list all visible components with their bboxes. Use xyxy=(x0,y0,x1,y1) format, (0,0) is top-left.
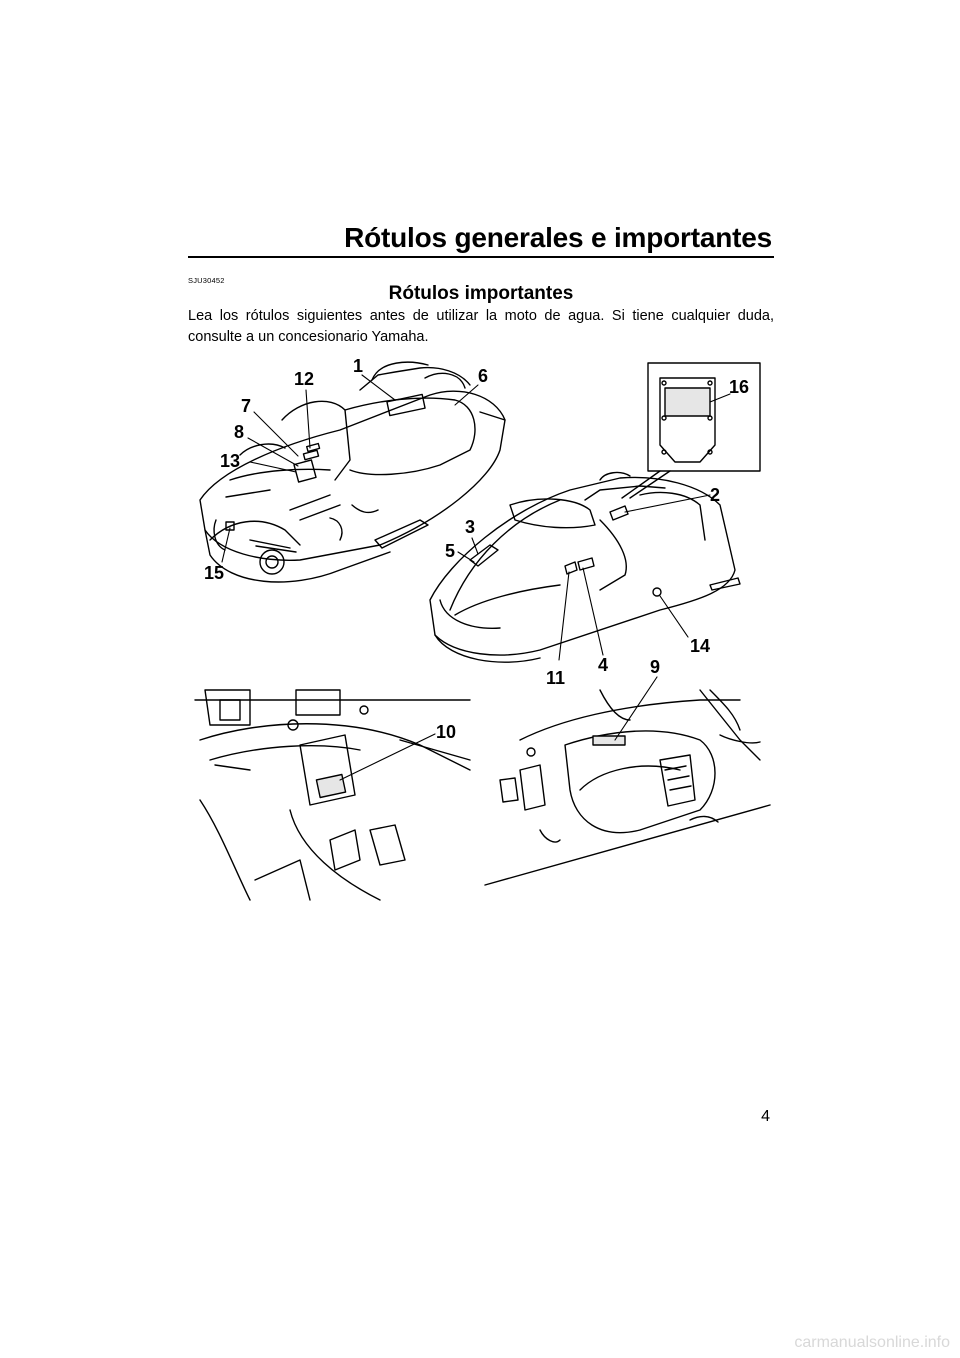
site-watermark[interactable]: carmanualsonline.info xyxy=(794,1334,950,1351)
front-craft-drawing xyxy=(429,471,741,663)
callout-13: 13 xyxy=(220,451,240,471)
callout-5: 5 xyxy=(445,541,455,561)
callout-4: 4 xyxy=(598,655,608,675)
callout-11: 11 xyxy=(546,668,565,688)
callout-1: 1 xyxy=(353,356,363,376)
callout-16: 16 xyxy=(729,377,749,397)
inset-plate-drawing xyxy=(621,362,761,499)
callout-6: 6 xyxy=(478,366,488,386)
callout-7: 7 xyxy=(241,396,251,416)
callout-9: 9 xyxy=(650,657,660,677)
labels-illustration: 1 2 3 4 5 6 7 8 9 10 11 12 13 14 15 16 xyxy=(194,356,771,901)
storage-compartment-drawing xyxy=(194,689,471,901)
section-heading: Rótulos importantes xyxy=(388,283,574,304)
document-code: SJU30452 xyxy=(188,276,225,285)
callout-15: 15 xyxy=(204,563,224,583)
body-paragraph: Lea los rótulos siguientes antes de util… xyxy=(188,308,774,345)
callout-12: 12 xyxy=(294,369,314,389)
callout-8: 8 xyxy=(234,422,244,442)
title-rule xyxy=(188,256,774,258)
callout-14: 14 xyxy=(690,636,710,656)
page-title: Rótulos generales e importantes xyxy=(344,222,772,253)
callout-3: 3 xyxy=(465,517,475,537)
callout-2: 2 xyxy=(710,485,720,505)
footwell-drawing xyxy=(484,689,771,886)
leader-lines xyxy=(221,374,731,781)
page-number: 4 xyxy=(761,1108,770,1125)
rear-craft-drawing xyxy=(199,361,506,583)
callout-10: 10 xyxy=(436,722,456,742)
